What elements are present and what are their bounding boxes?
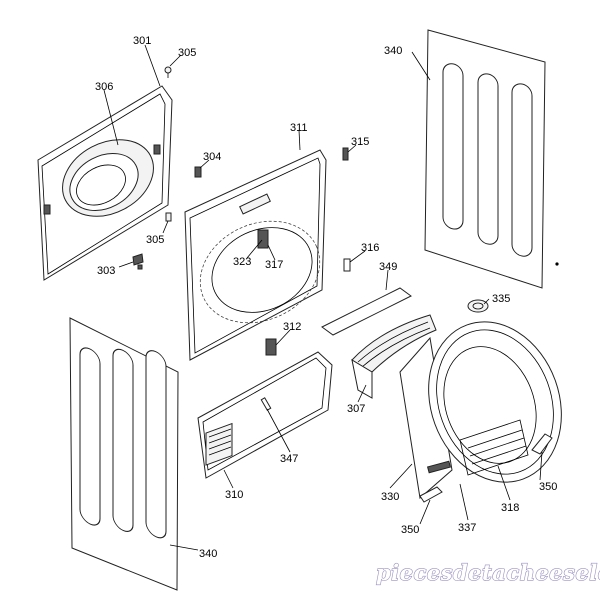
part-340-side-panel-right [424,29,546,289]
part-303-latch [132,253,144,270]
label-305-top: 305 [178,47,196,59]
label-312: 312 [283,321,301,333]
label-318: 318 [501,502,519,514]
label-347: 347 [280,453,298,465]
label-317: 317 [265,259,283,271]
label-350-lower: 350 [401,524,419,536]
callout-labels: 301 305 306 304 311 315 340 305 303 323 … [95,35,557,560]
label-304: 304 [203,151,221,163]
part-304-clip [194,166,202,178]
label-303: 303 [97,265,115,277]
label-323: 323 [233,256,251,268]
label-340-top: 340 [384,45,402,57]
loose-screw-dot [555,262,559,266]
part-347-pin [260,397,272,411]
part-301-front-panel [37,85,173,281]
label-305-lower: 305 [146,234,164,246]
label-337: 337 [458,522,476,534]
part-311-cabinet-panel [184,149,327,361]
site-watermark: piecesdetacheeselec.com [376,560,600,585]
part-316-bracket [343,258,351,272]
label-316: 316 [361,242,379,254]
label-315: 315 [351,136,369,148]
part-330-gasket [426,460,452,474]
part-307-lint-filter [351,314,437,399]
label-306: 306 [95,81,113,93]
label-310: 310 [225,489,243,501]
label-330: 330 [381,491,399,503]
label-301: 301 [133,35,151,47]
part-340-side-panel-left [69,317,179,591]
part-312-switch [265,338,277,356]
part-310-lower-panel [197,351,333,479]
label-311: 311 [290,122,308,134]
part-305-screw-top [164,66,172,78]
label-307: 307 [347,403,365,415]
part-318-drum-front [399,321,562,499]
label-340-bottom: 340 [199,548,217,560]
part-349-strip [321,287,412,336]
label-349: 349 [379,261,397,273]
leader-lines [103,44,543,551]
label-335: 335 [492,293,510,305]
label-350-right: 350 [539,481,557,493]
part-335-clip [467,299,489,313]
part-350-felt-right [531,433,553,455]
part-315-bracket [342,147,349,161]
part-305-screw-lower [165,212,172,222]
part-350-felt-lower [419,486,443,503]
